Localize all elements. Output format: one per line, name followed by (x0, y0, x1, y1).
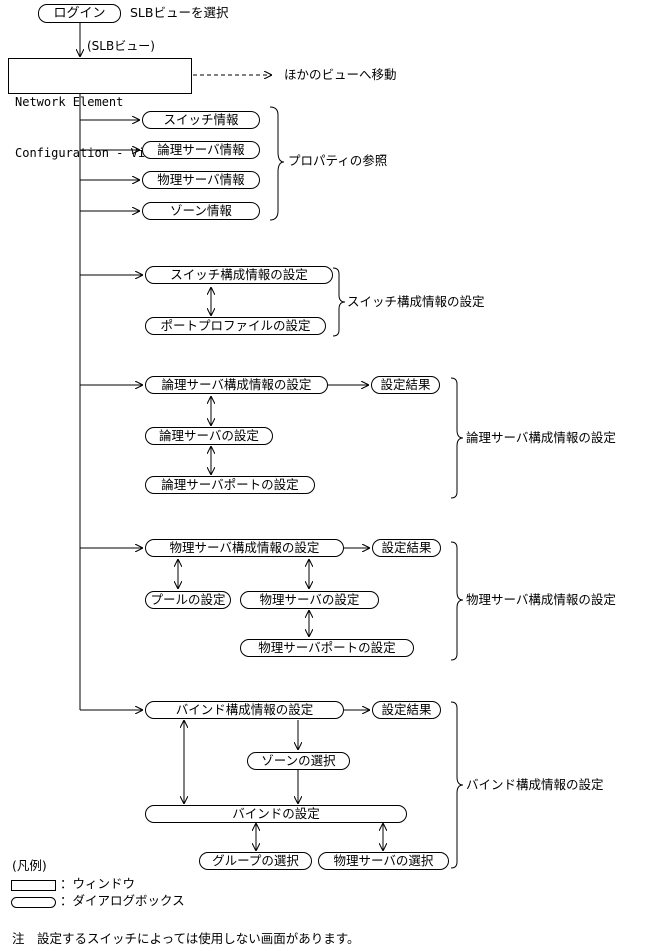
physical-server-port-node: 物理サーバポートの設定 (240, 639, 414, 657)
logical-server-result-node: 設定結果 (371, 376, 440, 394)
properties-group-label: プロパティの参照 (288, 153, 388, 168)
logical-server-group-label: 論理サーバ構成情報の設定 (466, 430, 616, 445)
pool-setting-node: プールの設定 (145, 591, 231, 609)
bind-config-node: バインド構成情報の設定 (145, 701, 344, 719)
logical-server-port-node: 論理サーバポートの設定 (145, 476, 315, 494)
bind-group-label: バインド構成情報の設定 (466, 777, 604, 792)
group-braces (269, 106, 464, 869)
switch-config-node: スイッチ構成情報の設定 (145, 266, 333, 284)
group-select-node: グループの選択 (199, 852, 312, 870)
physical-server-group-label: 物理サーバ構成情報の設定 (466, 592, 616, 607)
select-slb-label: SLBビューを選択 (130, 5, 229, 20)
logical-server-info-node: 論理サーバ情報 (142, 141, 260, 159)
switch-config-group-label: スイッチ構成情報の設定 (347, 294, 485, 309)
legend-dialog-label: ：ダイアログボックス (60, 893, 185, 908)
server-select-node: 物理サーバの選択 (318, 852, 449, 870)
zone-select-node: ゾーンの選択 (247, 752, 350, 770)
ne-config-window: Network Element Configuration - View (8, 58, 192, 160)
switch-info-node: スイッチ情報 (142, 111, 260, 129)
zone-info-node: ゾーン情報 (142, 202, 260, 220)
physical-server-info-node: 物理サーバ情報 (142, 171, 260, 189)
note-text: 注 設定するスイッチによっては使用しない画面があります。 (12, 931, 360, 946)
logical-server-config-node: 論理サーバ構成情報の設定 (145, 376, 328, 394)
physical-server-config-node: 物理サーバ構成情報の設定 (145, 539, 344, 557)
bind-result-node: 設定結果 (372, 701, 441, 719)
legend-title: (凡例) (12, 858, 47, 873)
physical-server-setting-node: 物理サーバの設定 (240, 591, 379, 609)
ne-config-line1: Network Element (15, 95, 124, 109)
login-node: ログイン (38, 4, 121, 23)
slb-view-label: (SLBビュー) (87, 39, 155, 53)
bind-setting-node: バインドの設定 (145, 805, 407, 823)
legend-window-label: ：ウィンドウ (60, 876, 136, 891)
port-profile-node: ポートプロファイルの設定 (145, 317, 326, 335)
legend-dialog-shape (11, 897, 56, 908)
logical-server-setting-node: 論理サーバの設定 (145, 427, 273, 445)
move-to-other-view: ほかのビューへ移動 (284, 67, 397, 82)
legend-window-shape (11, 880, 56, 891)
physical-server-result-node: 設定結果 (372, 539, 441, 557)
